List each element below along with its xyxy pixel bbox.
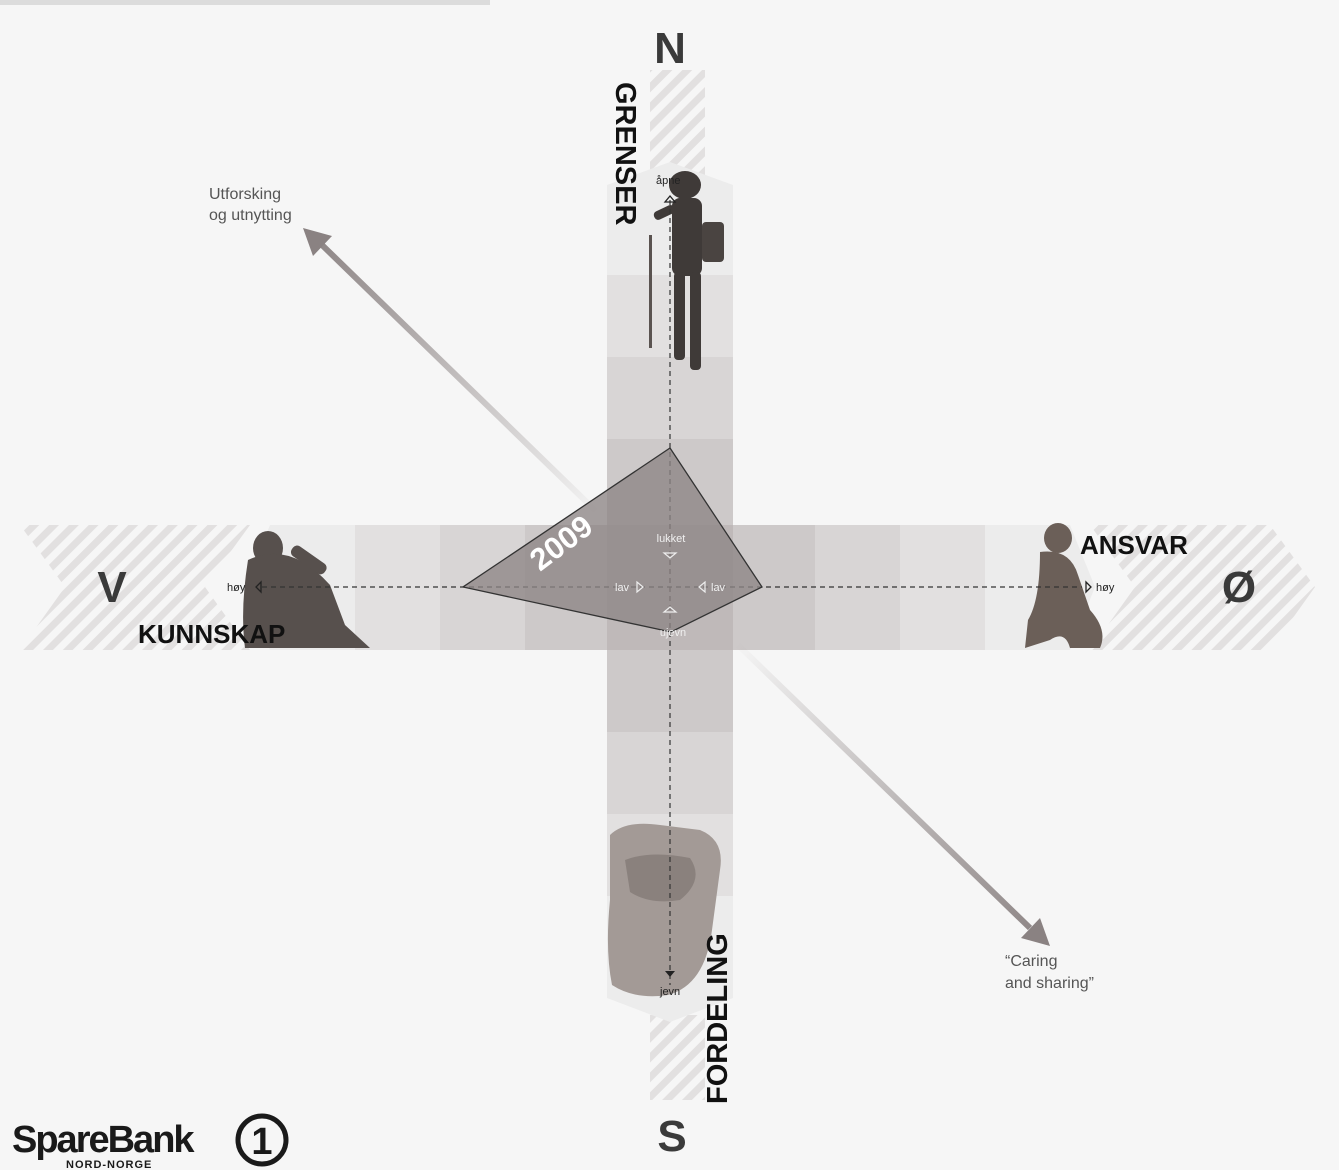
axis-label-kunnskap: KUNNSKAP: [138, 619, 285, 649]
scale-north-end: åpne: [656, 175, 680, 187]
sparebank-logo: SpareBank NORD-NORGE 1: [12, 1116, 286, 1170]
compass-west: V: [97, 563, 127, 612]
compass-east: Ø: [1222, 563, 1256, 612]
scale-center-left: lav: [615, 582, 630, 594]
diagonal-arrow-lower-right: [738, 645, 1050, 946]
scale-center-top: lukket: [657, 533, 686, 545]
axis-label-ansvar: ANSVAR: [1080, 530, 1188, 560]
scale-south-end: jevn: [659, 986, 680, 998]
scale-west-end: høy: [227, 582, 246, 594]
diagonal-arrow-upper-left: [303, 228, 600, 515]
brand-sub: NORD-NORGE: [66, 1159, 152, 1170]
top-bar: [0, 0, 490, 5]
diag-lower-right-line2: and sharing”: [1005, 975, 1094, 992]
diag-lower-right-line1: “Caring: [1005, 953, 1057, 970]
compass-north: N: [654, 24, 686, 73]
axis-label-fordeling: FORDELING: [702, 933, 734, 1104]
brand-numeral: 1: [251, 1121, 272, 1163]
diag-upper-left-line2: og utnytting: [209, 207, 292, 224]
brand-name: SpareBank: [12, 1119, 195, 1161]
axis-label-grenser: GRENSER: [609, 82, 641, 225]
south-hatch: [650, 1015, 705, 1100]
scale-center-right: lav: [711, 582, 726, 594]
compass-south: S: [657, 1112, 686, 1161]
scale-center-bottom: ujevn: [660, 627, 686, 639]
diag-upper-left-line1: Utforsking: [209, 186, 281, 203]
scale-east-end: høy: [1096, 582, 1115, 594]
